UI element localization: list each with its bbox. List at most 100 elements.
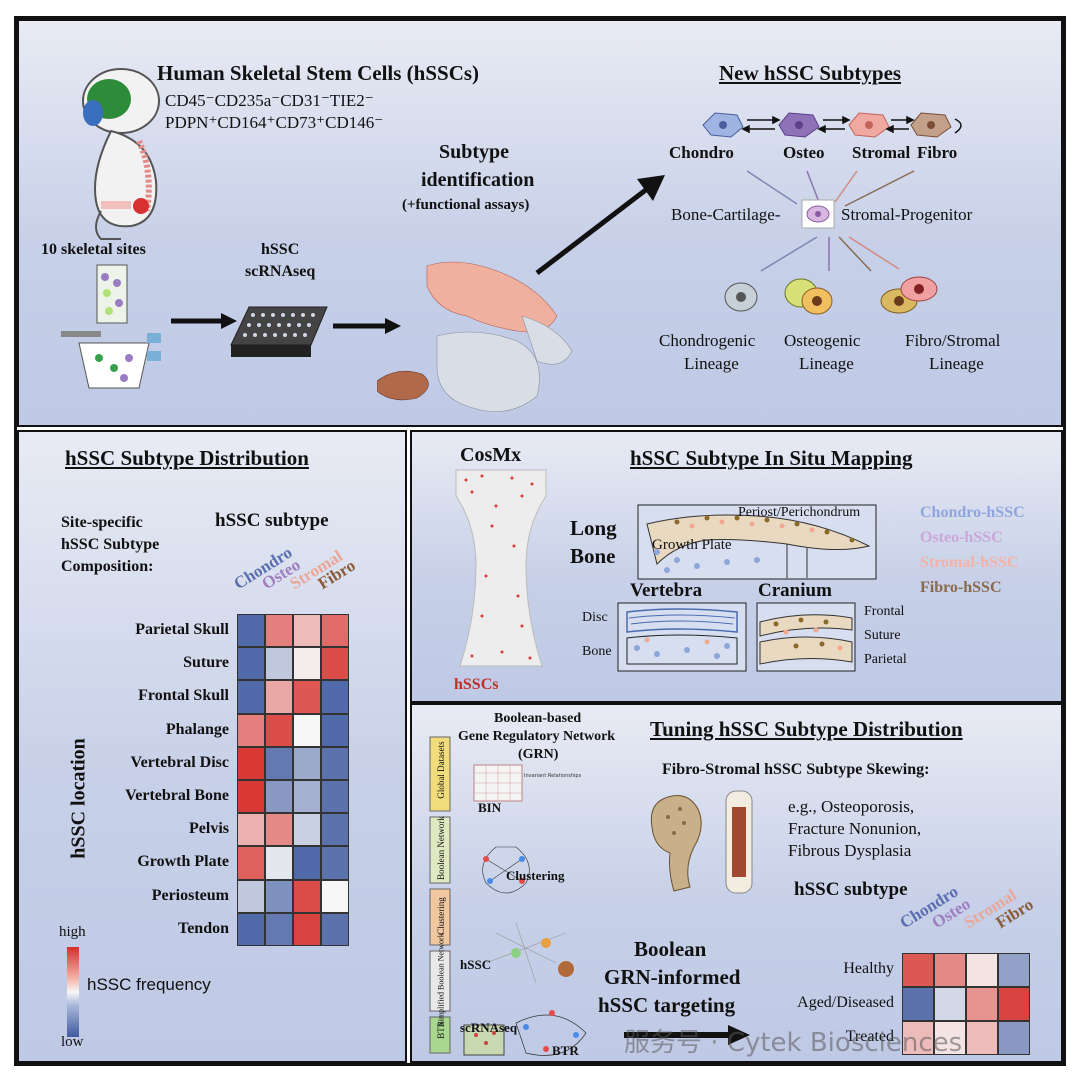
- figure-frame: [14, 16, 1066, 1066]
- subtype-id-3: (+functional assays): [402, 197, 530, 213]
- heatmap-cell: [934, 953, 966, 987]
- lineage-chondrogenic-2: Lineage: [684, 354, 739, 373]
- bone-illustration: [650, 790, 753, 894]
- markers-line2: PDPN⁺CD164⁺CD73⁺CD146⁻: [165, 113, 384, 132]
- heatmap-cell: [966, 1021, 998, 1055]
- row-label-parietal-skull: Parietal Skull: [135, 621, 229, 638]
- plate-illustration: [230, 306, 328, 357]
- cosmx-bone-image: [455, 469, 547, 667]
- progenitor-cell: [801, 199, 835, 229]
- lineage-fibrostromal-2: Lineage: [929, 354, 984, 373]
- heatmap-cell: [321, 614, 349, 648]
- targeting-arrow: [624, 1025, 750, 1045]
- heatmap-cell: [293, 647, 321, 681]
- legend-high: high: [59, 924, 86, 940]
- insitu-title: hSSC Subtype In Situ Mapping: [630, 446, 913, 470]
- hsscs-label: hSSCs: [454, 676, 499, 693]
- heatmap-cell: [934, 1021, 966, 1055]
- cosmx-label: CosMx: [460, 444, 522, 466]
- heatmap-cell: [966, 953, 998, 987]
- heatmap-cell: [966, 987, 998, 1021]
- disc-label: Disc: [582, 610, 608, 625]
- heatmap-cell: [321, 746, 349, 780]
- heatmap-cell: [265, 647, 293, 681]
- fetus-illustration: [82, 68, 160, 240]
- progenitor-left: Bone-Cartilage-: [671, 205, 781, 224]
- heatmap-cell: [293, 746, 321, 780]
- row-label-suture: Suture: [183, 654, 229, 672]
- bin-label: BIN: [478, 800, 502, 815]
- cranium-map: [756, 602, 856, 672]
- row-label-aged-diseased: Aged/Diseased: [797, 994, 894, 1012]
- btr-label: BTR: [552, 1043, 579, 1058]
- heatmap-cell: [998, 953, 1030, 987]
- hssc-title: Human Skeletal Stem Cells (hSSCs): [157, 61, 480, 85]
- vertebra-label: Vertebra: [630, 580, 703, 601]
- row-label-phalange: Phalange: [165, 720, 229, 738]
- heatmap-cell: [293, 780, 321, 814]
- heatmap-cell: [998, 1021, 1030, 1055]
- arrow-diagonal: [535, 175, 665, 275]
- row-label-tendon: Tendon: [178, 919, 229, 937]
- markers-line1: CD45⁻CD235a⁻CD31⁻TIE2⁻: [165, 91, 374, 110]
- scrnaseq-label-2: scRNAseq: [245, 263, 316, 280]
- legend-osteo-hssc: Osteo-hSSC: [920, 529, 1003, 546]
- svg-text:Invariant Relationships: Invariant Relationships: [524, 773, 582, 779]
- composition-line2: hSSC Subtype: [61, 536, 160, 553]
- cranium-label: Cranium: [758, 580, 832, 601]
- clustering-label: Clustering: [506, 868, 565, 883]
- heatmap-cell: [237, 912, 265, 946]
- tuning-subtype-header: hSSC subtype: [794, 879, 908, 900]
- workflow-side-bar: [429, 736, 451, 1054]
- heatmap-cell: [237, 813, 265, 847]
- distribution-panel: hSSC Subtype Distribution Site-specific …: [17, 430, 407, 1063]
- row-label-healthy: Healthy: [843, 960, 894, 978]
- heatmap-cell: [321, 912, 349, 946]
- row-label-vertebral-bone: Vertebral Bone: [125, 787, 229, 804]
- heatmap-cell: [265, 680, 293, 714]
- lineage-osteogenic-1: Osteogenic: [784, 331, 861, 350]
- arrow-1: [171, 313, 237, 329]
- new-subtypes-title: New hSSC Subtypes: [719, 61, 902, 85]
- heatmap-cell: [321, 680, 349, 714]
- heatmap-cell: [265, 846, 293, 880]
- heatmap-cell: [237, 780, 265, 814]
- grn-line1: Boolean-based: [494, 711, 582, 726]
- lineage-osteogenic-2: Lineage: [799, 354, 854, 373]
- heatmap-cell: [237, 746, 265, 780]
- row-label-vertebral-disc: Vertebral Disc: [130, 753, 230, 771]
- growth-plate-label: Growth Plate: [652, 537, 732, 553]
- heatmap-cell: [265, 780, 293, 814]
- heatmap-cell: [237, 879, 265, 913]
- tuning-title: Tuning hSSC Subtype Distribution: [650, 717, 963, 741]
- heatmap-cell: [293, 614, 321, 648]
- heatmap-cell: [237, 614, 265, 648]
- scrnaseq-label: scRNAseq: [460, 1020, 518, 1035]
- parietal-label: Parietal: [864, 652, 907, 667]
- legend-stromal-hssc: Stromal-hSSC: [920, 554, 1019, 571]
- subtype-id-1: Subtype: [439, 141, 510, 163]
- bone-label: Bone: [582, 644, 612, 659]
- long-bone-map: [637, 504, 877, 580]
- heatmap-cell: [321, 647, 349, 681]
- heatmap-cell: [265, 879, 293, 913]
- scrnaseq-label-1: hSSC: [261, 241, 300, 258]
- long-bone-label-2: Bone: [570, 544, 616, 568]
- heatmap-cell: [237, 846, 265, 880]
- progenitor-right: Stromal-Progenitor: [841, 205, 973, 224]
- divergence-arrows: [760, 236, 900, 272]
- row-label-pelvis: Pelvis: [189, 820, 229, 838]
- sites-label: 10 skeletal sites: [41, 241, 146, 258]
- heatmap-cell: [293, 713, 321, 747]
- heatmap-cell: [265, 713, 293, 747]
- sorting-tube-illustration: [61, 264, 161, 389]
- row-label-frontal-skull: Frontal Skull: [138, 687, 229, 705]
- heatmap-cell: [293, 813, 321, 847]
- row-label-growth-plate: Growth Plate: [137, 853, 229, 871]
- grn-line3: (GRN): [518, 747, 559, 762]
- legend-gradient: [67, 947, 79, 1037]
- heatmap-cell: [237, 713, 265, 747]
- convergence-arrows: [746, 170, 915, 207]
- distribution-title: hSSC Subtype Distribution: [65, 446, 309, 470]
